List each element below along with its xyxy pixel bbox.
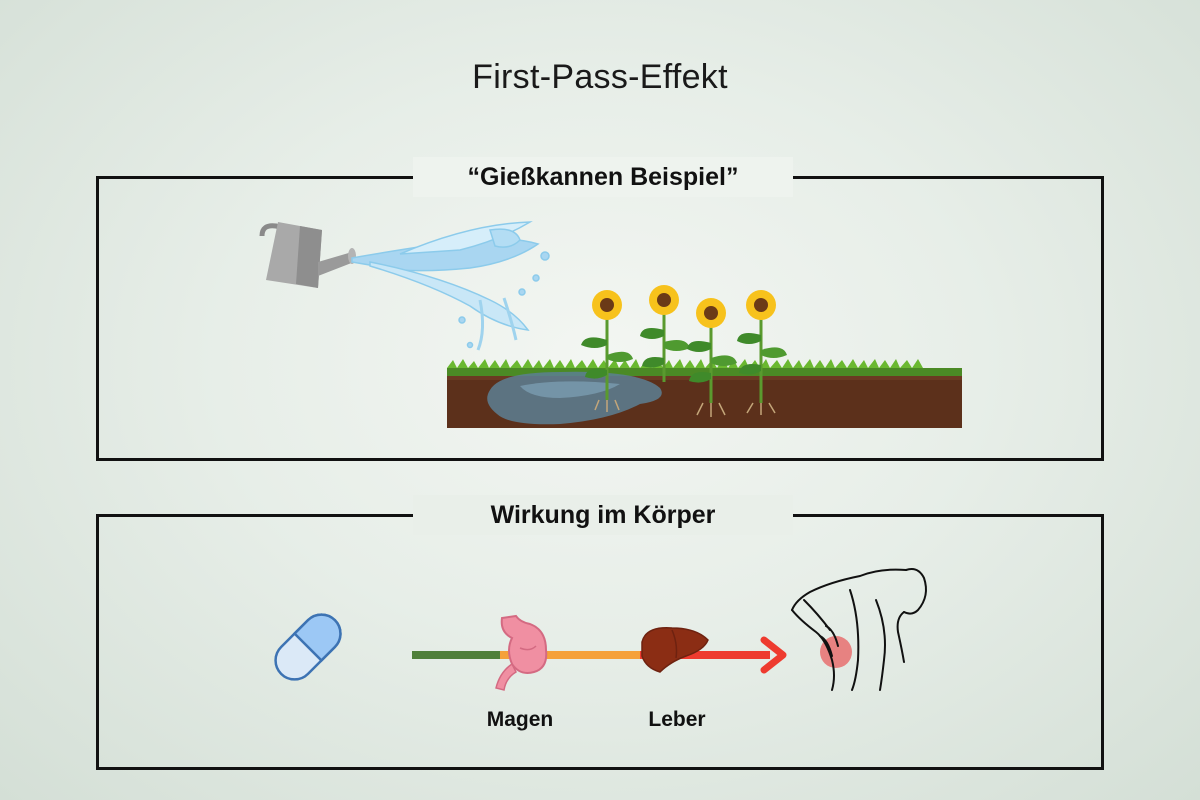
absorption-arrow-icon	[412, 636, 787, 674]
watering-can-icon	[259, 222, 356, 288]
back-pain-person-icon	[791, 568, 927, 691]
body-effect-panel: Wirkung im Körper	[96, 495, 1104, 770]
watering-panel-heading: “Gießkannen Beispiel”	[413, 157, 793, 197]
watering-can-panel: “Gießkannen Beispiel”	[96, 157, 1104, 461]
page-title: First-Pass-Effekt	[472, 58, 728, 96]
liver-label: Leber	[648, 708, 706, 731]
stomach-icon	[495, 614, 548, 691]
liver-icon	[641, 627, 709, 673]
capsule-icon	[274, 613, 342, 681]
water-stream-icon	[351, 221, 550, 351]
soil-ground-icon	[447, 359, 962, 428]
body-panel-heading: Wirkung im Körper	[413, 495, 793, 535]
stomach-label: Magen	[486, 708, 554, 731]
sunflowers-icon	[581, 285, 787, 417]
